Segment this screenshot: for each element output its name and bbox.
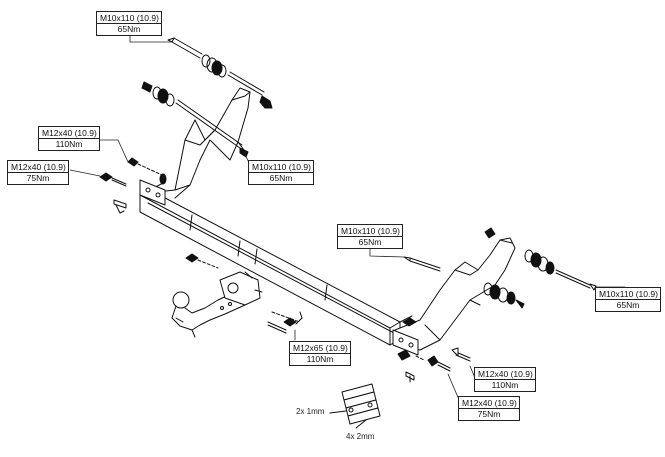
right-upper-bolt-stack <box>484 227 597 291</box>
callout-left-m12-upper: M12x40 (10.9) 110Nm <box>38 126 100 151</box>
bolt-spec: M10x110 (10.9) <box>338 225 402 237</box>
torque-value: 110Nm <box>491 380 519 390</box>
torque-value: 110Nm <box>306 354 334 364</box>
left-mounting-plate <box>139 179 166 206</box>
bolt-spec: M10x110 (10.9) <box>249 161 313 173</box>
right-lower-bolts <box>397 317 471 383</box>
bolt-spec: M12x40 (10.9) <box>8 161 68 173</box>
right-mounting-plate <box>392 329 419 356</box>
torque-value: 65Nm <box>358 237 382 247</box>
torque-value: 75Nm <box>477 409 501 419</box>
callout-right-mid-m10: M10x110 (10.9) 65Nm <box>337 224 403 249</box>
tow-ball-assembly <box>171 271 263 338</box>
bolt-spec: M10x110 (10.9) <box>97 12 161 24</box>
torque-value: 65Nm <box>117 24 141 34</box>
callout-right-m12-lower: M12x40 (10.9) 75Nm <box>458 396 520 421</box>
bolt-spec: M12x40 (10.9) <box>39 127 99 139</box>
right-center-bolt <box>403 256 441 272</box>
bolt-spec: M12x40 (10.9) <box>459 397 519 409</box>
torque-value: 110Nm <box>55 139 83 149</box>
torque-value: 65Nm <box>269 173 293 183</box>
bolt-spec: M12x65 (10.9) <box>290 342 350 354</box>
callout-right-m12-upper: M12x40 (10.9) 110Nm <box>474 367 536 392</box>
callout-top-left-m10: M10x110 (10.9) 65Nm <box>96 11 162 36</box>
right-bracket <box>394 237 516 351</box>
upper-left-bolt-stack <box>167 37 273 109</box>
left-bolts <box>99 157 167 214</box>
callout-left-m12-lower: M12x40 (10.9) 75Nm <box>7 160 69 185</box>
bolt-spec: M12x40 (10.9) <box>475 368 535 380</box>
callout-center-m10: M10x110 (10.9) 65Nm <box>248 160 314 185</box>
shim-set <box>329 383 381 429</box>
center-bolts <box>185 253 303 334</box>
bolt-spec: M10x110 (10.9) <box>596 288 660 300</box>
upper-left-bolt-stack-2 <box>141 81 249 158</box>
shim-thin-label: 2x 1mm <box>296 407 325 416</box>
right-mid-bolt-stack <box>483 282 525 309</box>
torque-value: 75Nm <box>26 173 50 183</box>
torque-value: 65Nm <box>616 300 640 310</box>
left-bracket <box>146 87 251 199</box>
shim-thick-label: 4x 2mm <box>346 432 375 441</box>
callout-center-m12x65: M12x65 (10.9) 110Nm <box>289 341 351 366</box>
callout-far-right-m10: M10x110 (10.9) 65Nm <box>595 287 661 312</box>
